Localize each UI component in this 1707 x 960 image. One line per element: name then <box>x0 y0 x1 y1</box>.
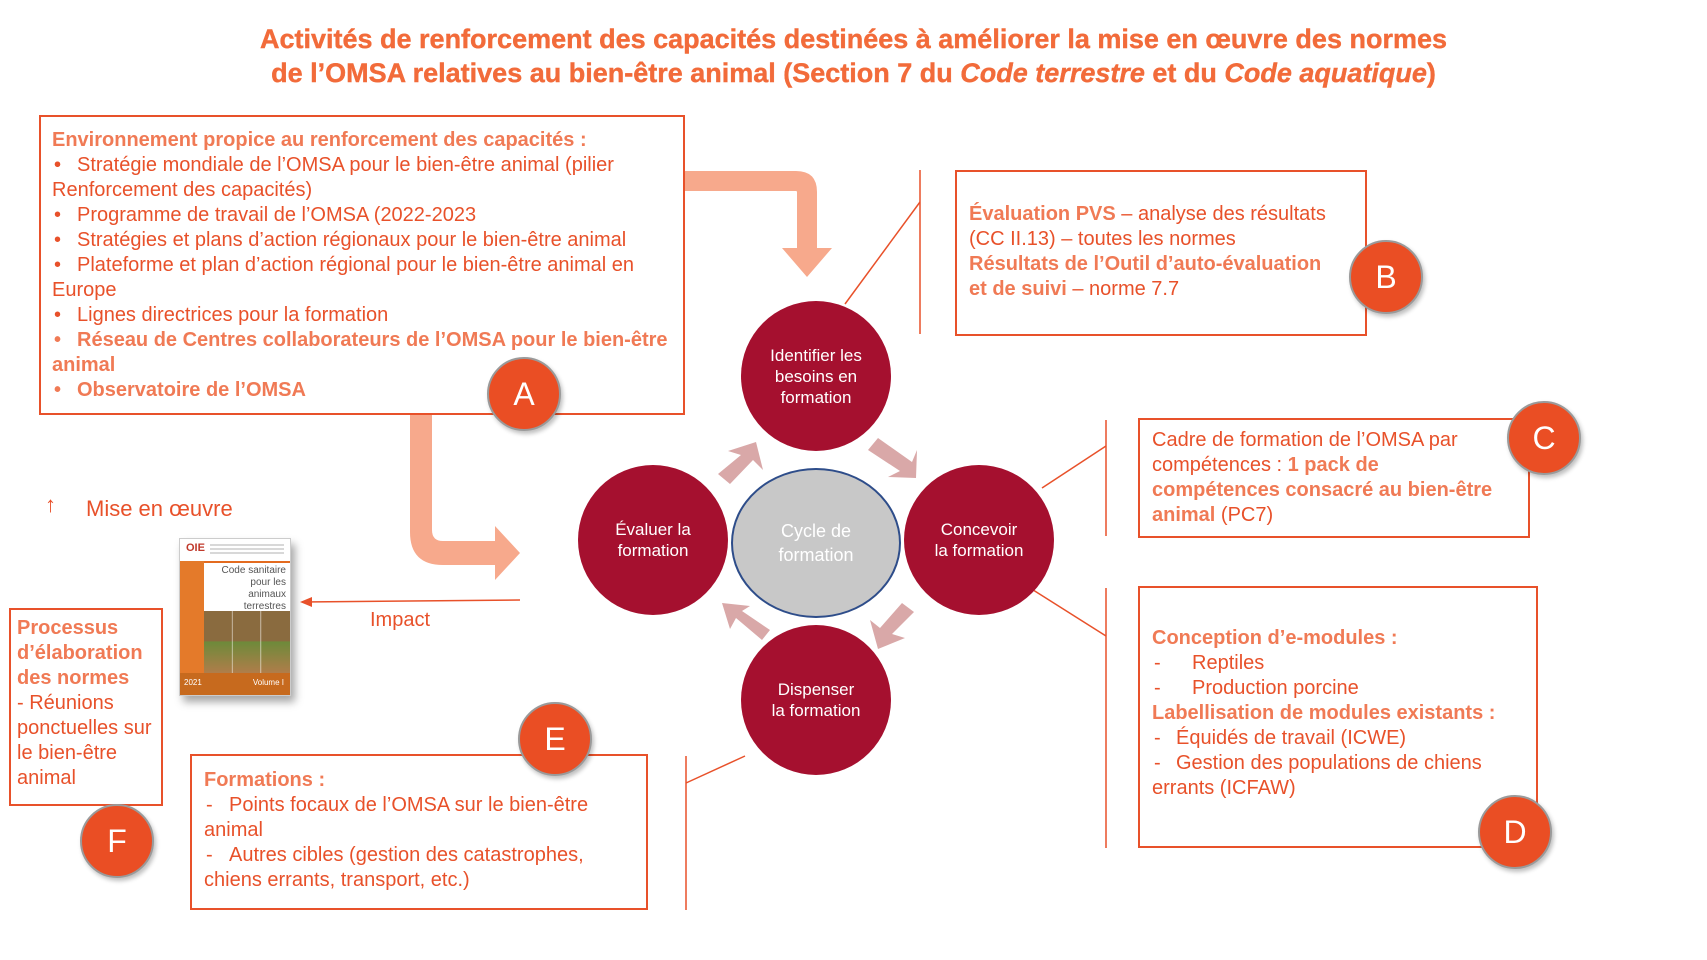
box-f-text: - Réunions ponctuelles sur le bien-être … <box>17 692 152 789</box>
title-text: et du <box>1144 58 1225 88</box>
box-d-heading-1: Conception d’e-modules : <box>1152 627 1398 649</box>
title-line-2: de l’OMSA relatives au bien-être animal … <box>0 56 1707 90</box>
mise-en-oeuvre-arrow: ↑ <box>45 492 56 517</box>
cycle-arrow-top-right <box>868 438 917 478</box>
book-orange-band <box>180 561 204 695</box>
box-e-item-text: Points focaux de l’OMSA sur le bien-être… <box>204 794 589 841</box>
book-photo-mosaic <box>204 611 290 673</box>
connector-b <box>844 201 921 305</box>
box-d-item: Équidés de travail (ICWE) <box>1152 726 1524 751</box>
book-header: OIE <box>180 539 290 563</box>
box-c-line-4: animal (PC7) <box>1152 503 1516 528</box>
mise-en-oeuvre-label: Mise en œuvre <box>86 496 233 521</box>
box-e-item-text: Autres cibles (gestion des catastrophes,… <box>204 844 584 891</box>
cycle-deliver-label: Dispenser la formation <box>771 680 861 720</box>
title-code-terrestre: Code terrestre <box>960 58 1145 88</box>
book-header-lines <box>210 544 284 546</box>
box-a-item: Programme de travail de l’OMSA (2022-202… <box>52 203 673 228</box>
box-c-text: animal <box>1152 504 1216 526</box>
diagram-title: Activités de renforcement des capacités … <box>0 22 1707 90</box>
cycle-arrow-right-bottom <box>870 603 914 649</box>
box-c-competency-framework: Cadre de formation de l’OMSA par compéte… <box>1138 418 1530 538</box>
cycle-center-label: Cycle de formation <box>778 521 854 565</box>
box-a-item: Lignes directrices pour la formation <box>52 303 673 328</box>
title-text: de l’OMSA relatives au bien-être animal … <box>271 58 961 88</box>
book-year: 2021 <box>184 678 202 687</box>
box-c-line-1: Cadre de formation de l’OMSA par <box>1152 429 1458 451</box>
badge-a: A <box>487 357 561 431</box>
title-text: ) <box>1426 58 1436 88</box>
box-b-pvs-evaluation: Évaluation PVS – analyse des résultats (… <box>955 170 1367 336</box>
cycle-identify-needs: Identifier les besoins en formation <box>741 301 891 451</box>
box-a-item: Observatoire de l’OMSA <box>52 378 673 403</box>
box-a-item-text: Plateforme et plan d’action régional pou… <box>52 254 635 301</box>
impact-arrowhead <box>300 597 312 607</box>
box-a-item: •Réseau de Centres collaborateurs de l’O… <box>52 329 668 376</box>
box-d-item-text: Gestion des populations de chiens errant… <box>1152 752 1482 799</box>
connector-c <box>1041 445 1107 489</box>
box-b-text: – norme 7.7 <box>1066 278 1180 300</box>
box-b-pvs: Évaluation PVS <box>969 203 1116 225</box>
box-a-enabling-environment: Environnement propice au renforcement de… <box>39 115 685 415</box>
box-d-heading-2: Labellisation de modules existants : <box>1152 702 1496 724</box>
connector-d <box>1029 587 1107 637</box>
box-a-item: •Stratégie mondiale de l’OMSA pour le bi… <box>52 153 673 203</box>
box-e-item: -Points focaux de l’OMSA sur le bien-êtr… <box>204 794 589 841</box>
box-a-item-text: Stratégie mondiale de l’OMSA pour le bie… <box>52 154 614 201</box>
box-c-text: (PC7) <box>1215 504 1274 526</box>
box-c-line-2: compétences : 1 pack de <box>1152 453 1516 478</box>
book-footer: 2021 Volume I <box>180 673 290 695</box>
badge-e: E <box>518 702 592 776</box>
box-e-heading: Formations : <box>204 769 326 791</box>
connector-e <box>685 755 746 784</box>
box-a-item-text: Réseau de Centres collaborateurs de l’OM… <box>52 329 668 376</box>
arrow-a-to-identify-shape <box>684 171 832 277</box>
box-c-line-3: compétences consacré au bien-être <box>1152 479 1493 501</box>
book-logo: OIE <box>186 542 205 554</box>
box-c-text: 1 pack de <box>1287 454 1379 476</box>
title-line-1: Activités de renforcement des capacités … <box>259 24 1447 54</box>
box-a-item: •Plateforme et plan d’action régional po… <box>52 254 635 301</box>
box-c-text: compétences : <box>1152 454 1288 476</box>
badge-f: F <box>80 804 154 878</box>
box-d-item: -Gestion des populations de chiens erran… <box>1152 752 1482 799</box>
box-a-item: Stratégies et plans d’action régionaux p… <box>52 228 673 253</box>
arrow-a-to-cycle-shape <box>410 414 520 580</box>
box-d-e-modules: Conception d’e-modules : Reptiles Produc… <box>1138 586 1538 848</box>
box-b-text: et de suivi <box>969 278 1067 300</box>
book-volume: Volume I <box>252 678 284 687</box>
badge-c: C <box>1507 401 1581 475</box>
box-b-line-2: (CC II.13) – toutes les normes <box>969 228 1236 250</box>
cycle-arrow-left-top <box>718 442 763 484</box>
impact-arrow <box>301 599 521 603</box>
cycle-design: Concevoir la formation <box>904 465 1054 615</box>
box-e-training: Formations : -Points focaux de l’OMSA su… <box>190 754 648 910</box>
box-b-line-3: Résultats de l’Outil d’auto-évaluation <box>969 253 1322 275</box>
cycle-evaluate-label: Évaluer la formation <box>615 520 691 560</box>
cycle-center: Cycle de formation <box>731 468 901 618</box>
box-f-standard-setting: Processus d’élaboration des normes - Réu… <box>9 608 163 806</box>
badge-b: B <box>1349 240 1423 314</box>
box-e-item: -Autres cibles (gestion des catastrophes… <box>204 844 584 891</box>
box-f-heading: Processus d’élaboration des normes <box>17 617 143 689</box>
box-d-item: Reptiles <box>1152 651 1524 676</box>
cycle-arrow-bottom-left <box>722 603 770 640</box>
cycle-deliver: Dispenser la formation <box>741 625 891 775</box>
cycle-identify-label: Identifier les besoins en formation <box>770 345 862 407</box>
box-b-text: – analyse des résultats <box>1115 203 1326 225</box>
badge-d: D <box>1478 795 1552 869</box>
cycle-evaluate: Évaluer la formation <box>578 465 728 615</box>
book-title: Code sanitaire pour les animaux terrestr… <box>221 565 286 612</box>
title-code-aquatique: Code aquatique <box>1224 58 1427 88</box>
cycle-design-label: Concevoir la formation <box>934 520 1024 560</box>
box-b-line-4: et de suivi – norme 7.7 <box>969 277 1353 302</box>
code-terrestre-book: OIE Code sanitaire pour les animaux terr… <box>179 538 291 696</box>
box-b-line-1: Évaluation PVS – analyse des résultats <box>969 202 1353 227</box>
box-a-heading: Environnement propice au renforcement de… <box>52 129 587 151</box>
box-d-item: Production porcine <box>1152 676 1524 701</box>
impact-label: Impact <box>370 609 431 631</box>
